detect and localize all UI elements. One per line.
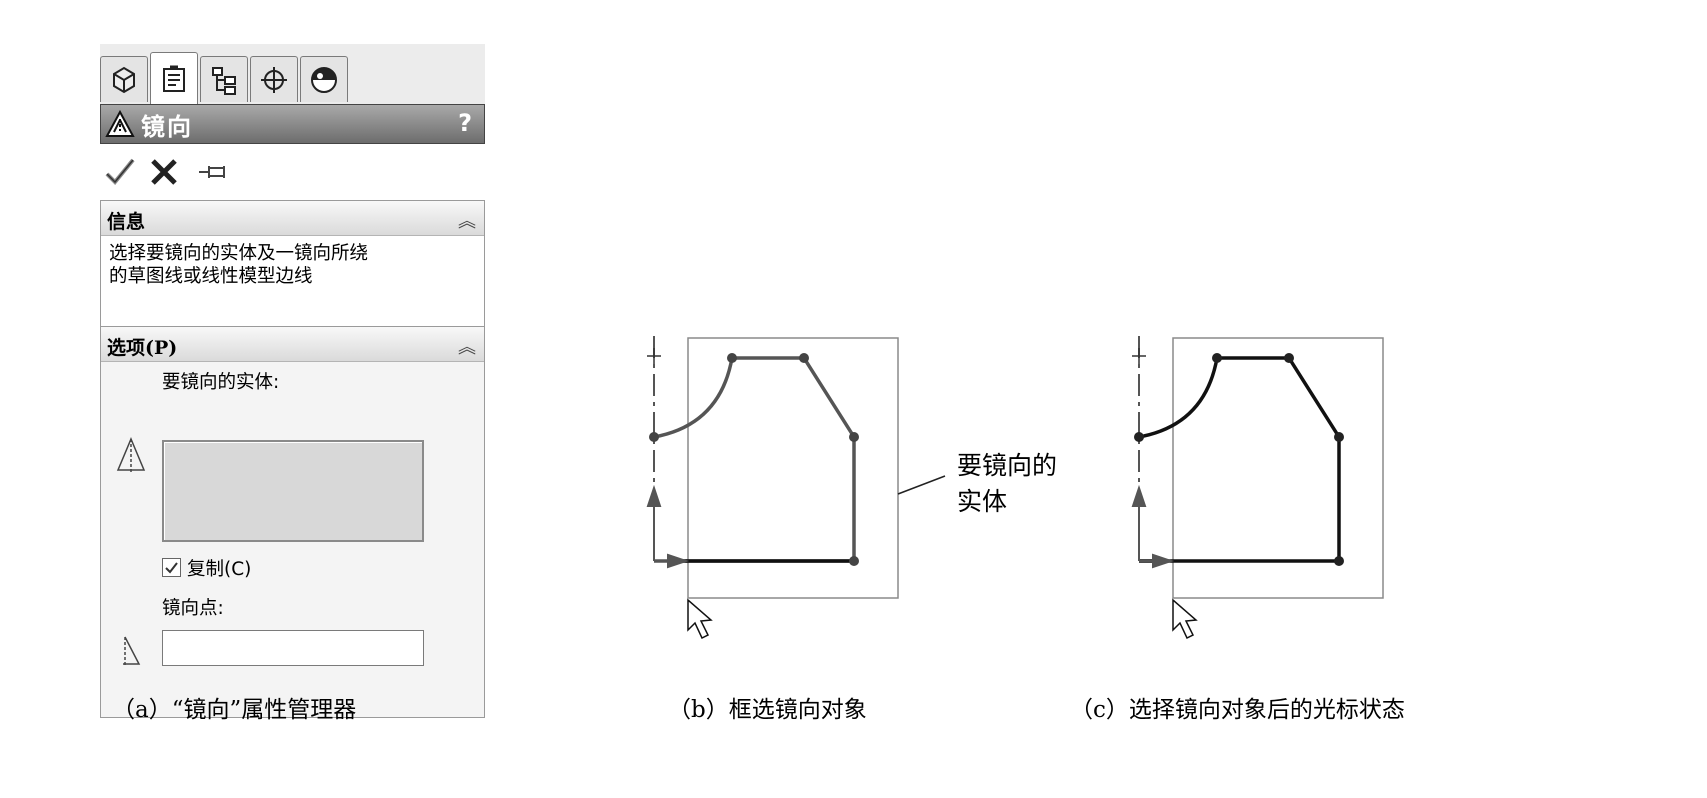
figure-b-box-select — [646, 336, 899, 640]
entities-to-mirror-list[interactable] — [162, 440, 424, 542]
cursor-arrow-icon — [687, 598, 713, 640]
property-manager-icon — [163, 65, 185, 92]
mirror-point-label: 镜向点: — [162, 598, 224, 619]
caption-b: （b）框选镜向对象 — [668, 697, 867, 723]
copy-label: 复制(C) — [187, 559, 252, 580]
ok-check-icon[interactable] — [102, 154, 138, 190]
copy-checkbox[interactable] — [162, 558, 181, 577]
callout-line: 实体 — [957, 487, 1008, 516]
selection-box — [1172, 337, 1384, 599]
sketch-point — [1334, 432, 1344, 442]
mirror-property-manager: 镜向 ? 信息 ︽ 选择要镜向的实体及一镜向所绕 的草图线或线性模型边线 选项(… — [100, 44, 485, 718]
sketch-profile — [653, 356, 856, 563]
callout-line: 要镜向的 — [957, 451, 1058, 480]
tab-display-manager[interactable] — [300, 56, 348, 102]
y-axis-arrow — [1131, 484, 1147, 561]
page-title: 镜向 — [141, 112, 193, 141]
checkmark-icon — [165, 562, 178, 574]
options-section: 选项(P) ︽ 要镜向的实体: 复制(C) 镜向点: — [100, 326, 485, 718]
feature-manager-icon — [113, 66, 135, 93]
sketch-point — [1134, 432, 1144, 442]
tab-dimxpert-manager[interactable] — [250, 56, 298, 102]
info-header[interactable]: 信息 ︽ — [101, 201, 484, 236]
options-header[interactable]: 选项(P) ︽ — [101, 327, 484, 362]
mirror-warning-icon — [105, 109, 135, 137]
collapse-chevron-icon[interactable]: ︽ — [458, 337, 476, 358]
options-body: 要镜向的实体: 复制(C) 镜向点: — [101, 362, 484, 716]
mirror-title-bar: 镜向 ? — [100, 104, 485, 144]
origin-plus — [1132, 348, 1146, 364]
sketch-point — [1212, 353, 1222, 363]
figure-c-selected — [1131, 336, 1384, 640]
options-header-label: 选项(P) — [107, 337, 178, 359]
sketch-point — [1284, 353, 1294, 363]
x-axis-arrow — [1139, 553, 1175, 569]
display-manager-icon — [311, 66, 337, 93]
mirror-point-icon — [123, 636, 141, 667]
pushpin-icon[interactable] — [196, 154, 232, 190]
help-button[interactable]: ? — [458, 109, 472, 137]
cancel-x-icon[interactable] — [146, 154, 182, 190]
cursor-arrow-icon — [1172, 598, 1198, 640]
sketch-point — [849, 556, 859, 566]
mirror-entities-icon — [116, 437, 146, 474]
manager-tab-bar — [100, 44, 485, 105]
callout-label: 要镜向的 实体 — [957, 448, 1057, 520]
sketch-point — [849, 432, 859, 442]
origin-plus — [647, 348, 661, 364]
sketch-point — [649, 432, 659, 442]
caption-c: （c）选择镜向对象后的光标状态 — [1070, 697, 1405, 723]
info-message: 选择要镜向的实体及一镜向所绕 的草图线或线性模型边线 — [101, 236, 484, 326]
dimxpert-icon — [261, 66, 287, 93]
sketch-profile — [1138, 356, 1341, 563]
info-line: 的草图线或线性模型边线 — [109, 266, 313, 287]
info-section: 信息 ︽ 选择要镜向的实体及一镜向所绕 的草图线或线性模型边线 — [100, 200, 485, 328]
tab-property-manager[interactable] — [150, 52, 198, 104]
tab-configuration-manager[interactable] — [200, 56, 248, 102]
sketch-point — [799, 353, 809, 363]
sketch-point — [1334, 556, 1344, 566]
collapse-chevron-icon[interactable]: ︽ — [458, 211, 476, 232]
x-axis-arrow — [654, 553, 690, 569]
info-line: 选择要镜向的实体及一镜向所绕 — [109, 243, 369, 264]
sketch-point — [727, 353, 737, 363]
callout-leader — [897, 475, 946, 495]
entities-label: 要镜向的实体: — [162, 372, 280, 393]
tab-feature-manager[interactable] — [100, 56, 148, 102]
configuration-manager-icon — [212, 66, 236, 95]
info-header-label: 信息 — [107, 211, 146, 233]
mirror-point-field[interactable] — [162, 630, 424, 666]
action-toolbar — [100, 146, 485, 198]
y-axis-arrow — [646, 484, 662, 561]
selection-box — [687, 337, 899, 599]
caption-a: （a）“镜向”属性管理器 — [112, 697, 357, 723]
